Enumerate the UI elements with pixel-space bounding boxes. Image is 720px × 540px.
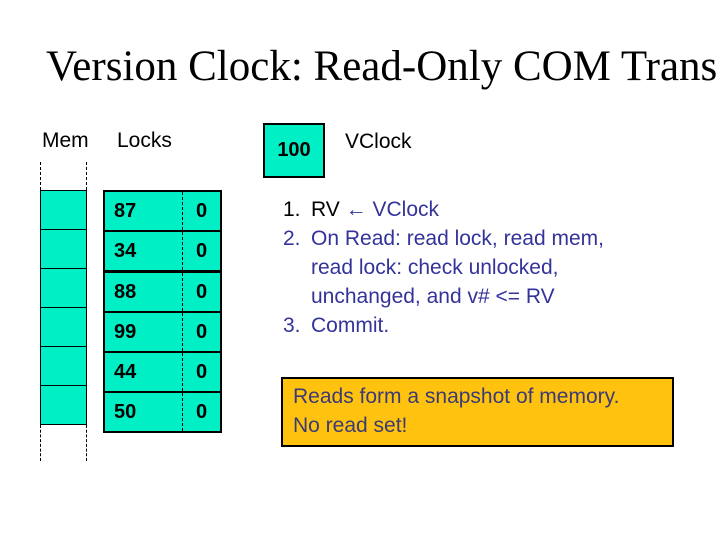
step-prefix: RV bbox=[311, 198, 346, 221]
step-text: Commit. bbox=[311, 314, 390, 337]
mem-column-label: Mem bbox=[42, 129, 89, 152]
lock-row: 50 0 bbox=[105, 393, 220, 431]
lock-value: 88 bbox=[114, 280, 137, 303]
step-number: 1. bbox=[283, 198, 301, 221]
step-number: 2. bbox=[283, 227, 301, 250]
lock-value: 50 bbox=[114, 400, 137, 423]
lock-value: 44 bbox=[114, 360, 137, 383]
vclock-value: 100 bbox=[277, 139, 311, 161]
lock-row: 88 0 bbox=[105, 273, 220, 313]
version-value: 0 bbox=[182, 273, 220, 311]
version-value: 0 bbox=[182, 353, 220, 391]
step-1: 1. RV ← VClock bbox=[283, 195, 643, 224]
mem-continuation-top bbox=[40, 162, 87, 190]
mem-cell bbox=[40, 346, 87, 386]
mem-column bbox=[40, 162, 87, 461]
step-text: RV ← VClock bbox=[311, 195, 643, 224]
step-2: 2. On Read: read lock, read mem, read lo… bbox=[283, 224, 643, 311]
mem-cell bbox=[40, 385, 87, 425]
lock-value: 99 bbox=[114, 320, 137, 343]
lock-value: 87 bbox=[114, 199, 137, 222]
mem-cell bbox=[40, 307, 87, 347]
lock-row: 99 0 bbox=[105, 313, 220, 353]
step-number: 3. bbox=[283, 314, 301, 337]
snapshot-callout: Reads form a snapshot of memory. No read… bbox=[281, 377, 674, 447]
slide-title: Version Clock: Read-Only COM Trans bbox=[46, 43, 718, 90]
version-value: 0 bbox=[182, 232, 220, 270]
mem-cell bbox=[40, 229, 87, 269]
algorithm-steps: 1. RV ← VClock 2. On Read: read lock, re… bbox=[283, 195, 643, 340]
vclock-value-box: 100 bbox=[263, 123, 325, 178]
lock-row: 34 0 bbox=[105, 232, 220, 273]
lock-row: 87 0 bbox=[105, 192, 220, 232]
step-3: 3. Commit. bbox=[283, 311, 643, 340]
step-text: On Read: read lock, read mem, read lock:… bbox=[311, 227, 604, 308]
version-value: 0 bbox=[182, 192, 220, 230]
lock-row: 44 0 bbox=[105, 353, 220, 393]
locks-table: 87 0 34 0 88 0 99 0 44 0 50 0 bbox=[103, 190, 222, 433]
version-value: 0 bbox=[182, 393, 220, 431]
callout-line-2: No read set! bbox=[293, 414, 408, 437]
locks-column-label: Locks bbox=[117, 129, 172, 152]
callout-line-1: Reads form a snapshot of memory. bbox=[293, 385, 620, 408]
mem-continuation-bottom bbox=[40, 425, 87, 461]
mem-cell bbox=[40, 190, 87, 230]
step-body: ← VClock bbox=[345, 198, 439, 221]
mem-cell bbox=[40, 268, 87, 308]
vclock-label: VClock bbox=[345, 130, 412, 153]
version-value: 0 bbox=[182, 313, 220, 351]
lock-value: 34 bbox=[114, 239, 137, 262]
